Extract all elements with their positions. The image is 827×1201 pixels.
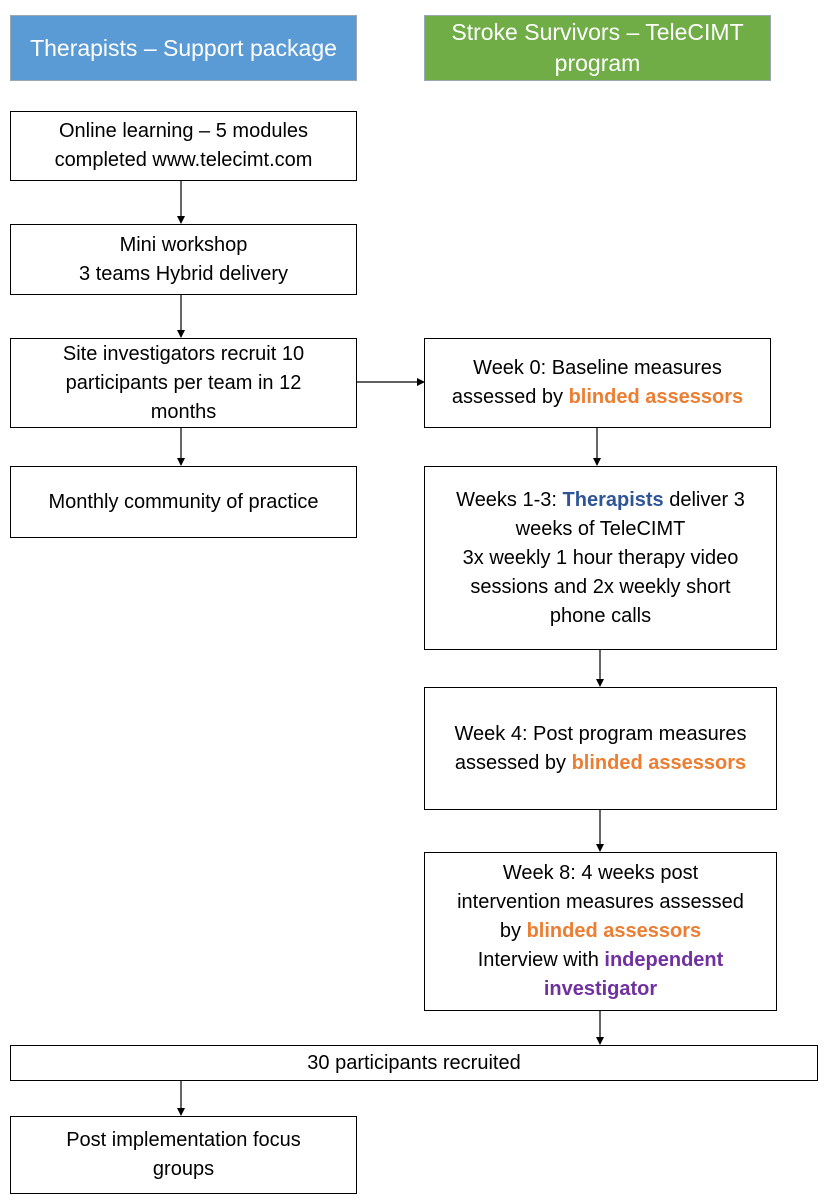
week8-independent: independent — [604, 949, 724, 971]
week8-by-prefix: by — [499, 920, 527, 942]
week4-prefix: assessed by — [454, 751, 572, 774]
survivors-header-label: Stroke Survivors – TeleCIMT program — [451, 19, 744, 76]
weeks1-3-line-5: phone calls — [549, 604, 652, 627]
week8-box: Week 8: 4 weeks post intervention measur… — [424, 852, 777, 1011]
week8-blinded-assessors: blinded assessors — [526, 920, 702, 942]
week0-prefix: assessed by — [451, 386, 569, 408]
site-investigators-line-3: months — [150, 400, 217, 423]
survivors-header: Stroke Survivors – TeleCIMT program — [424, 15, 771, 81]
week4-line-1: Week 4: Post program measures — [454, 722, 747, 745]
week8-line-1: Week 8: 4 weeks post — [502, 862, 699, 884]
weeks1-3-therapists: Therapists — [562, 488, 664, 511]
therapists-header: Therapists – Support package — [10, 15, 357, 81]
focus-groups-line-2: groups — [152, 1158, 215, 1180]
weeks1-3-suffix: deliver 3 — [663, 488, 745, 511]
week0-line-1: Week 0: Baseline measures — [473, 357, 722, 379]
week4-line-2: assessed by blinded assessors — [455, 749, 746, 778]
week4-box: Week 4: Post program measures assessed b… — [424, 687, 777, 810]
site-investigators-line-1: Site investigators recruit 10 — [62, 342, 305, 365]
recruited-box: 30 participants recruited — [10, 1045, 818, 1081]
mini-workshop-box: Mini workshop 3 teams Hybrid delivery — [10, 224, 357, 295]
focus-groups-box: Post implementation focus groups — [10, 1116, 357, 1194]
week8-investigator: investigator — [543, 978, 658, 1000]
focus-groups-line-1: Post implementation focus — [66, 1129, 301, 1151]
weeks1-3-line-4: sessions and 2x weekly short — [470, 575, 731, 598]
week0-blinded-assessors: blinded assessors — [568, 386, 744, 408]
week0-box: Week 0: Baseline measures assessed by bl… — [424, 338, 771, 428]
online-learning-box: Online learning – 5 modules completed ww… — [10, 111, 357, 181]
weeks1-3-line-3: 3x weekly 1 hour therapy video — [462, 546, 739, 569]
online-learning-line-1: Online learning – 5 modules — [58, 120, 309, 142]
mini-workshop-line-2: 3 teams Hybrid delivery — [79, 262, 288, 285]
weeks1-3-prefix: Weeks 1-3: — [456, 488, 563, 511]
week4-blinded-assessors: blinded assessors — [571, 751, 747, 774]
community-of-practice-box: Monthly community of practice — [10, 466, 357, 538]
week8-interview-prefix: Interview with — [477, 949, 605, 971]
weeks1-3-box: Weeks 1-3: Therapists deliver 3 weeks of… — [424, 466, 777, 650]
weeks1-3-line-2: weeks of TeleCIMT — [515, 517, 686, 540]
week8-line-4: Interview with independent — [478, 946, 724, 975]
mini-workshop-line-1: Mini workshop — [119, 233, 248, 256]
week8-line-2: intervention measures assessed — [457, 891, 744, 913]
week8-line-3: by blinded assessors — [500, 917, 701, 946]
site-investigators-box: Site investigators recruit 10 participan… — [10, 338, 357, 428]
recruited-label: 30 participants recruited — [307, 1051, 521, 1074]
week0-line-2: assessed by blinded assessors — [452, 383, 743, 412]
online-learning-line-2: completed www.telecimt.com — [54, 149, 313, 171]
site-investigators-line-2: participants per team in 12 — [65, 371, 302, 394]
therapists-header-label: Therapists – Support package — [30, 34, 337, 61]
weeks1-3-line-1: Weeks 1-3: Therapists deliver 3 — [456, 486, 745, 515]
community-of-practice-label: Monthly community of practice — [48, 490, 319, 513]
